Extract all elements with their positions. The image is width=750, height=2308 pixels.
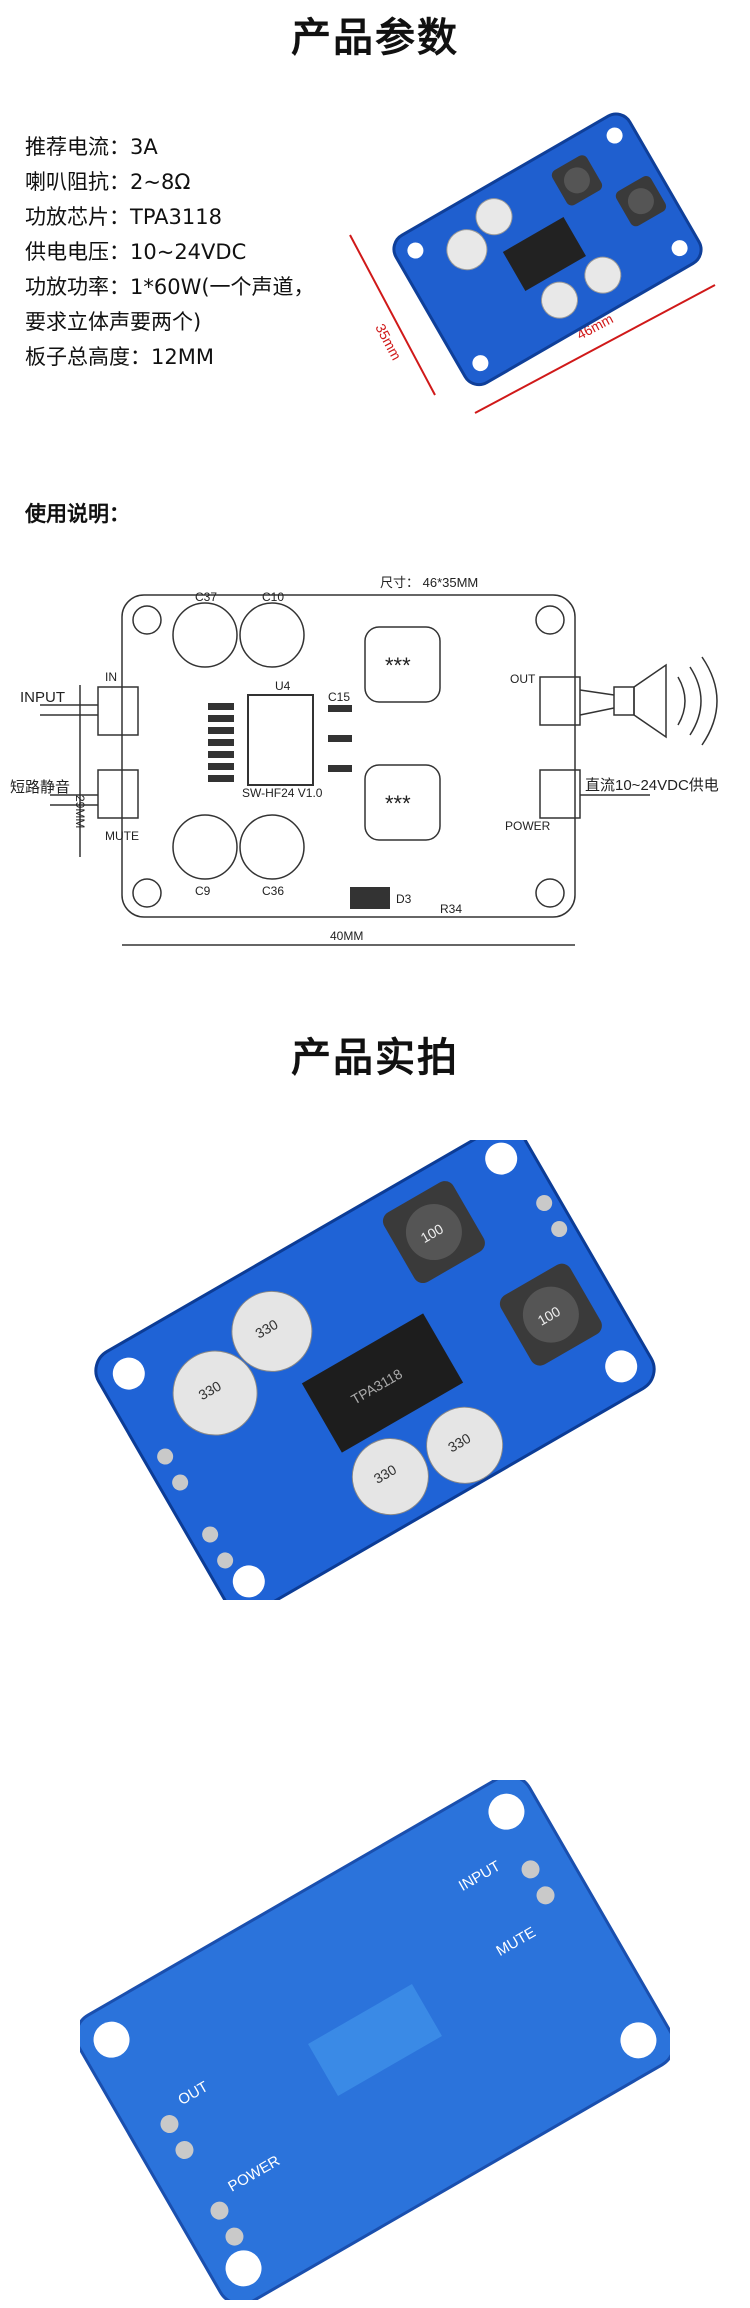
diagram-input-label: INPUT	[20, 689, 65, 706]
photos-heading: 产品实拍	[291, 1035, 459, 1081]
diagram-power-silk: POWER	[505, 819, 551, 833]
diagram-width-label: 40MM	[330, 929, 363, 943]
diagram-size-label: 尺寸： 46*35MM	[380, 575, 478, 590]
diagram-part-r34: R34	[440, 902, 462, 916]
diagram-version-label: SW-HF24 V1.0	[242, 786, 323, 800]
diagram-chip-label: U4	[275, 679, 291, 693]
params-list: 推荐电流：3A 喇叭阻抗：2~8Ω 功放芯片：TPA3118 供电电压：10~2…	[25, 130, 315, 375]
param-chip: 功放芯片：TPA3118	[25, 205, 222, 229]
diagram-height-label: 29MM	[73, 795, 87, 828]
wiring-diagram: 尺寸： 46*35MM INPUT 短路静音 直流10~24VDC供电 40MM…	[10, 575, 719, 946]
diagram-part-c37: C37	[195, 590, 217, 604]
diagram-mute-label: 短路静音	[10, 779, 70, 796]
board-dimension-photo: 35mm 46mm	[349, 112, 716, 414]
diagram-part-c10: C10	[262, 590, 284, 604]
param-impedance: 喇叭阻抗：2~8Ω	[25, 170, 191, 194]
param-power: 功放功率：1*60W(一个声道，	[25, 275, 315, 299]
diagram-part-d3: D3	[396, 892, 412, 906]
param-current: 推荐电流：3A	[25, 135, 158, 159]
param-voltage: 供电电压：10~24VDC	[25, 240, 247, 264]
param-power-note: 要求立体声要两个)	[25, 310, 202, 334]
diagram-inductor-2: ***	[385, 791, 411, 816]
usage-heading: 使用说明：	[25, 502, 130, 526]
diagram-supply-label: 直流10~24VDC供电	[585, 777, 719, 794]
diagram-part-c9: C9	[195, 884, 211, 898]
product-photo-bottom: INPUT MUTE OUT POWER	[80, 1780, 670, 2300]
diagram-part-c36: C36	[262, 884, 284, 898]
product-photo-top: TPA3118 330 330 330 330 100 100	[94, 1140, 656, 1600]
diagram-mute-silk: MUTE	[105, 829, 139, 843]
diagram-in-label: IN	[105, 670, 117, 684]
param-height: 板子总高度：12MM	[25, 345, 214, 369]
params-heading: 产品参数	[291, 15, 459, 61]
diagram-out-label: OUT	[510, 672, 536, 686]
diagram-inductor-1: ***	[385, 653, 411, 678]
diagram-part-c15: C15	[328, 690, 350, 704]
